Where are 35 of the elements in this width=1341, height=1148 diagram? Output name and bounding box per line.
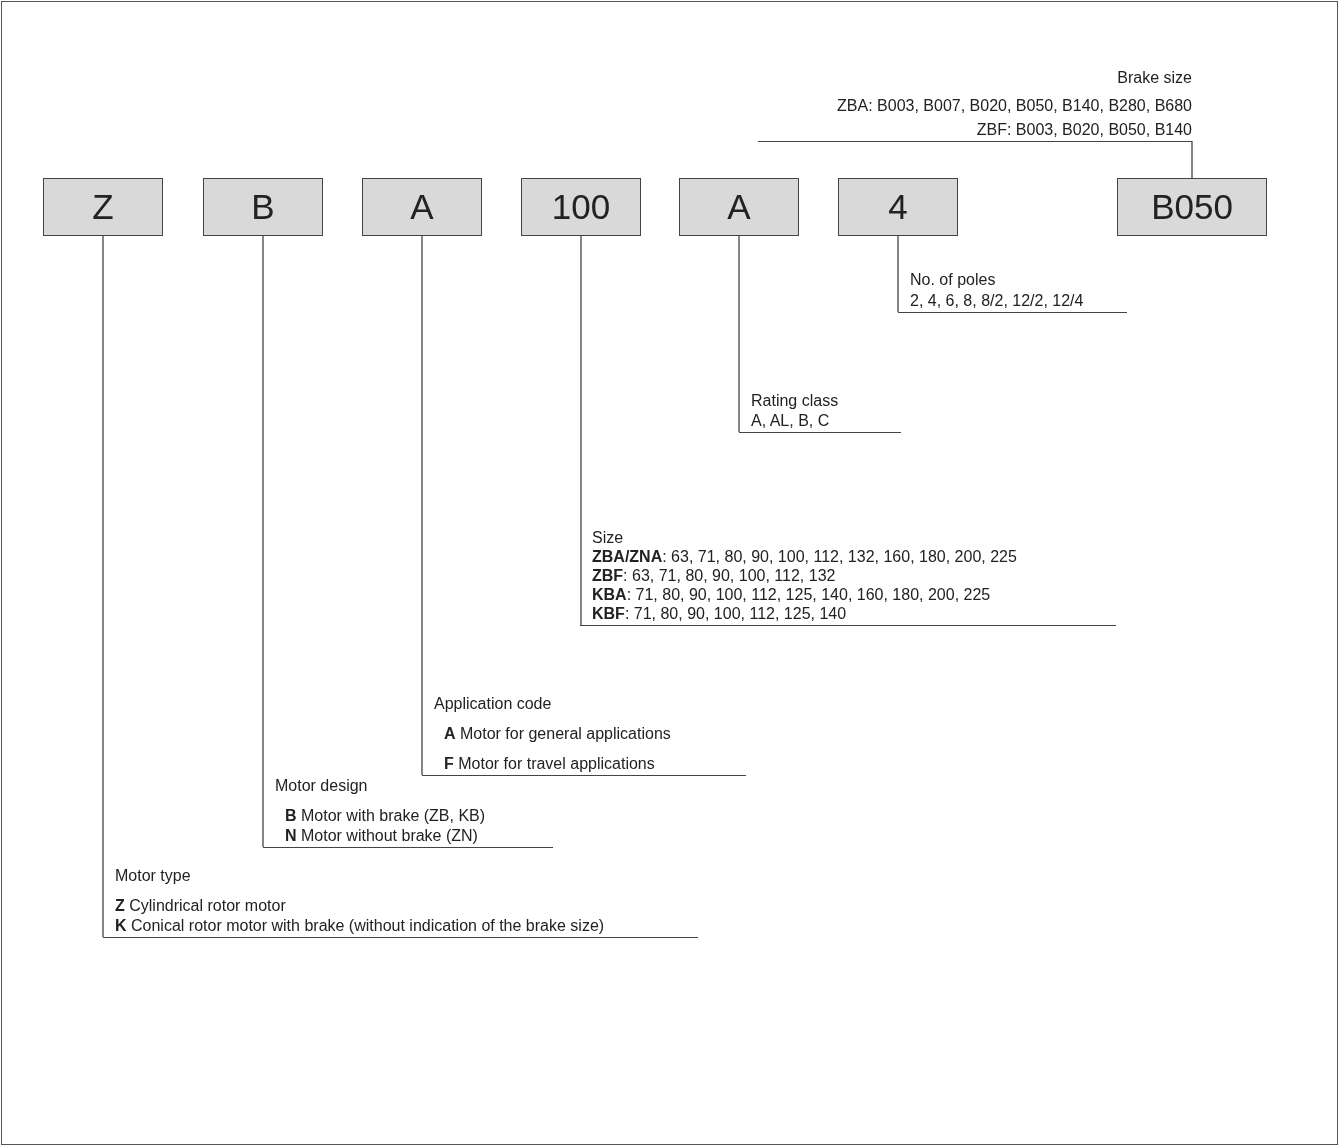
code-values: Z Cylindrical rotor motor xyxy=(115,895,287,915)
field-heading: Application code xyxy=(434,693,553,713)
leader-line xyxy=(580,235,582,626)
code-values: A Motor for general applications xyxy=(444,723,672,743)
field-heading: Rating class xyxy=(751,390,840,410)
field-heading: Size xyxy=(592,527,625,547)
code-box: A xyxy=(679,178,799,236)
code-values: ZBF: B003, B020, B050, B140 xyxy=(975,119,1192,139)
field-heading: Motor design xyxy=(275,775,369,795)
code-values: F Motor for travel applications xyxy=(444,753,656,773)
leader-line xyxy=(897,235,899,313)
code-values: ZBA: B003, B007, B020, B050, B140, B280, B680 xyxy=(836,95,1192,115)
leader-line xyxy=(1191,140,1193,179)
code-values: K Conical rotor motor with brake (without indication of the brake size) xyxy=(115,915,606,935)
code-values: KBF: 71, 80, 90, 100, 112, 125, 140 xyxy=(592,603,848,623)
code-box: B xyxy=(203,178,323,236)
code-values: 2, 4, 6, 8, 8/2, 12/2, 12/4 xyxy=(910,290,1085,310)
field-heading: No. of poles xyxy=(910,269,997,289)
code-values: ZBF: 63, 71, 80, 90, 100, 112, 132 xyxy=(592,565,837,585)
field-heading: Brake size xyxy=(1116,67,1192,87)
code-box: Z xyxy=(43,178,163,236)
code-values: A, AL, B, C xyxy=(751,410,831,430)
code-values: B Motor with brake (ZB, KB) xyxy=(285,805,487,825)
code-box: 4 xyxy=(838,178,958,236)
leader-line xyxy=(102,235,104,938)
code-box: B050 xyxy=(1117,178,1267,236)
code-values: KBA: 71, 80, 90, 100, 112, 125, 140, 160, 180, 200, 225 xyxy=(592,584,992,604)
code-box: 100 xyxy=(521,178,641,236)
leader-line xyxy=(738,235,740,433)
leader-line xyxy=(421,235,423,776)
code-values: N Motor without brake (ZN) xyxy=(285,825,479,845)
code-box: A xyxy=(362,178,482,236)
code-values: ZBA/ZNA: 63, 71, 80, 90, 100, 112, 132, 160, 180, 200, 225 xyxy=(592,546,1018,566)
field-heading: Motor type xyxy=(115,865,192,885)
leader-line xyxy=(262,235,264,848)
